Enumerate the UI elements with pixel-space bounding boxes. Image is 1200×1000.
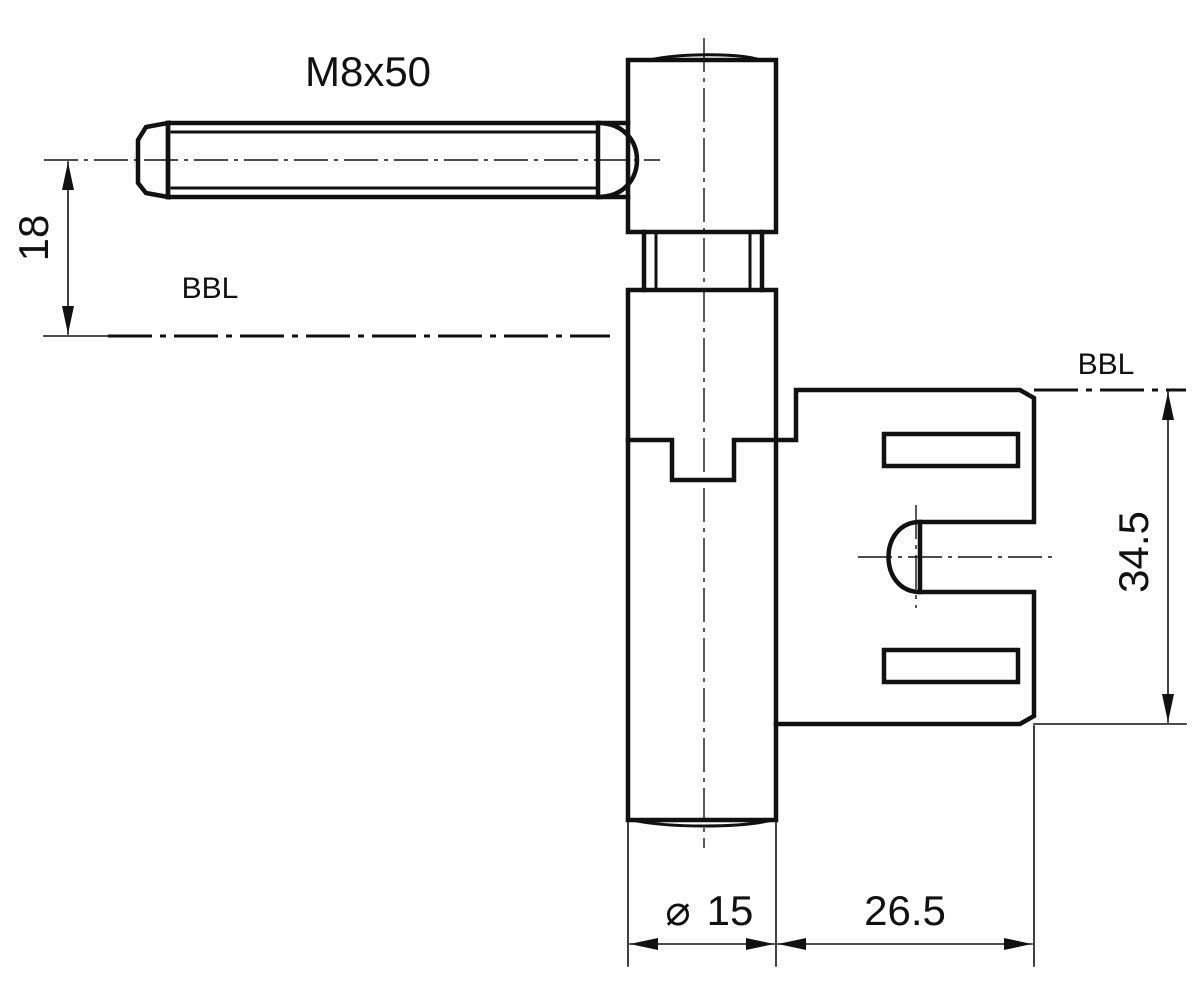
- thread-label: M8x50: [305, 48, 431, 95]
- dim-15-label: 15: [707, 887, 754, 934]
- dim-18-arrow-top: [62, 162, 74, 190]
- thread-lines: [170, 130, 600, 190]
- leaf-slot-bottom: [881, 647, 1021, 685]
- dim-15-arrow-left: [630, 938, 658, 950]
- dimension-18: [62, 161, 74, 335]
- upper-knuckle-body: [625, 57, 779, 235]
- dim-34-5-arrow-top: [1162, 392, 1174, 420]
- dim-26-5-label: 26.5: [864, 887, 946, 934]
- leaf-plate: [773, 387, 1056, 727]
- dim-15-arrow-right: [746, 938, 774, 950]
- dim-34-5-arrow-bottom: [1162, 694, 1174, 722]
- threaded-bolt: [44, 120, 660, 200]
- upper-knuckle: [625, 53, 779, 235]
- dim-34-5-label: 34.5: [1110, 511, 1157, 593]
- dim-26-5-arrow-left: [778, 938, 806, 950]
- bottom-dimensions: [627, 725, 1035, 967]
- diameter-symbol: ⌀: [665, 887, 690, 934]
- leaf-outline: [773, 387, 1037, 727]
- barrel-notch: [625, 437, 779, 483]
- bbl-label-left: BBL: [182, 272, 239, 305]
- pin-inner-lines: [654, 230, 752, 292]
- dim-18-label: 18: [10, 215, 57, 262]
- dim-18-arrow-bottom: [62, 306, 74, 334]
- lower-barrel: [625, 287, 779, 828]
- lower-barrel-cap: [630, 818, 774, 828]
- lower-barrel-body: [625, 287, 779, 823]
- hinge-pin: [641, 229, 765, 293]
- pin-outer-lines: [641, 229, 765, 293]
- bbl-label-right: BBL: [1078, 348, 1135, 381]
- dimension-34-5: [1033, 391, 1187, 725]
- upper-knuckle-cap: [648, 53, 762, 62]
- leaf-slot-top: [881, 431, 1021, 469]
- bolt-outline: [165, 120, 631, 200]
- dim-26-5-arrow-right: [1004, 938, 1032, 950]
